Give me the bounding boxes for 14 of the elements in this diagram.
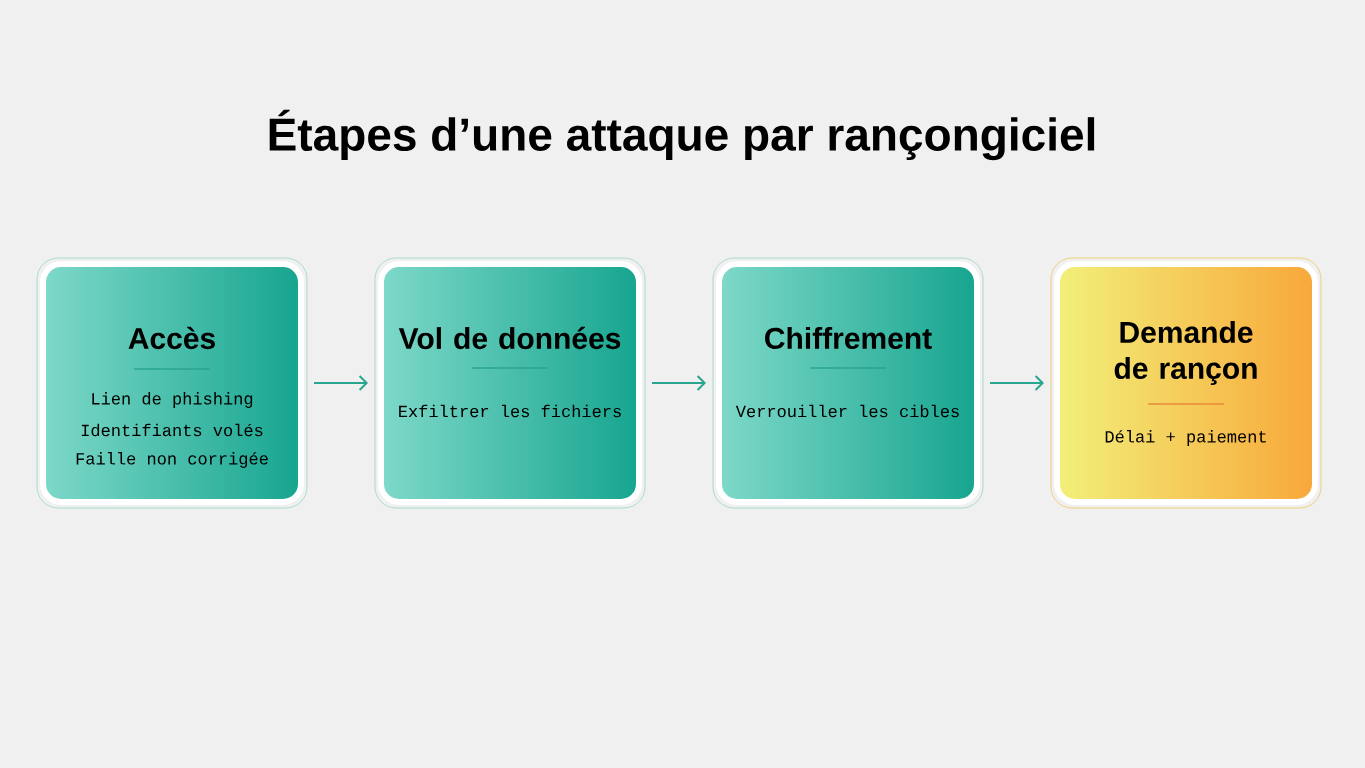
step-heading: Demande de rançon [1114, 321, 1257, 385]
arrow [989, 375, 1044, 391]
step-detail: Verrouiller les cibles [735, 404, 959, 418]
step-detail: Exfiltrer les fichiers [399, 404, 621, 418]
arrow [651, 375, 706, 391]
step-heading: Accès [128, 326, 215, 350]
step-detail: Identifiants volés [81, 423, 263, 437]
title: Étapes d’une attaque par rançongiciel [269, 109, 1095, 161]
arrow [313, 375, 368, 391]
step-heading: Vol de données [398, 326, 621, 350]
step-detail: Faille non corrigée [76, 452, 268, 468]
step-heading: Chiffrement [765, 327, 932, 349]
step-detail: Délai + paiement [1105, 430, 1266, 446]
step-detail: Lien de phishing [92, 392, 253, 408]
